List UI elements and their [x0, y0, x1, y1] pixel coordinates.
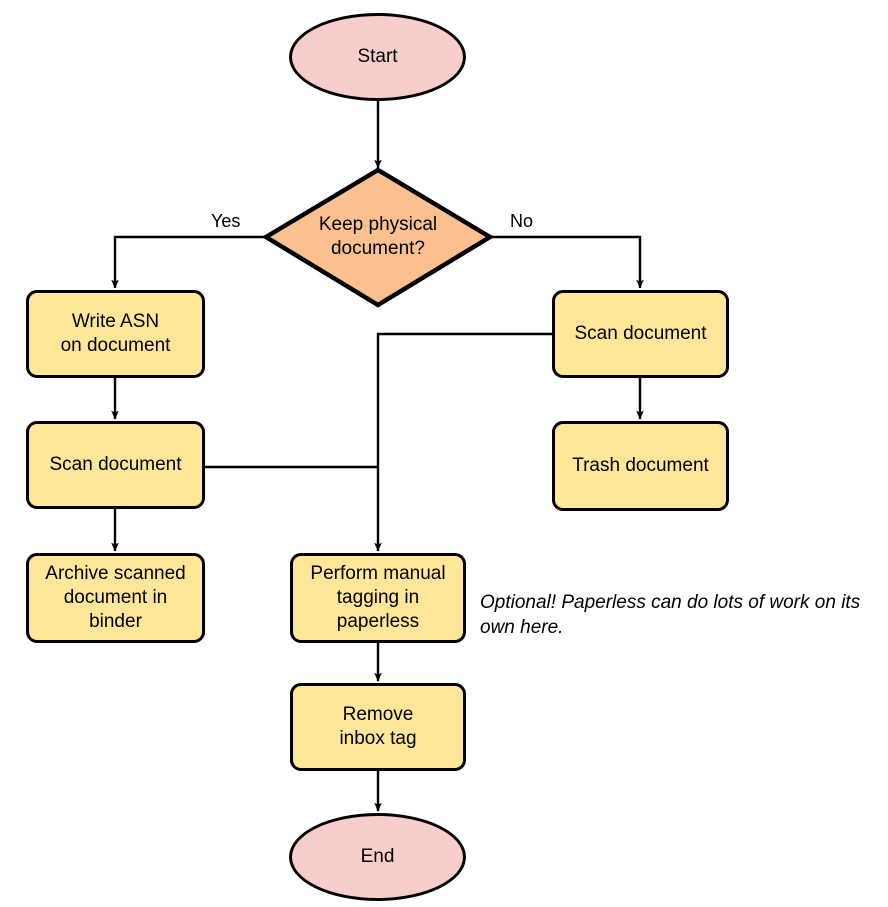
node-decision-label-wrap: Keep physical document? — [278, 196, 478, 278]
edge-decision-yes-to-write-asn — [111, 235, 266, 289]
node-trash-document-label: Trash document — [572, 454, 709, 476]
node-scan-document-right[interactable]: Scan document — [552, 290, 729, 378]
node-scan-document-left-label: Scan document — [49, 453, 182, 475]
node-decision-label: Keep physical document? — [318, 213, 438, 259]
annotation-optional-note: Optional! Paperless can do lots of work … — [480, 592, 861, 639]
node-remove-inbox-tag[interactable]: Remove inbox tag — [290, 683, 466, 771]
node-archive-document[interactable]: Archive scanned document in binder — [26, 553, 205, 643]
node-scan-document-right-label: Scan document — [574, 322, 707, 344]
node-scan-document-left[interactable]: Scan document — [26, 421, 205, 509]
node-end-label: End — [360, 845, 395, 867]
node-trash-document[interactable]: Trash document — [552, 421, 729, 511]
node-archive-document-label: Archive scanned document in binder — [45, 562, 186, 633]
node-write-asn[interactable]: Write ASN on document — [26, 290, 205, 378]
node-start-label: Start — [357, 45, 398, 67]
decision-diamond-shape[interactable] — [261, 167, 495, 308]
edge-scan-right-to-manual-tagging — [374, 332, 552, 552]
node-remove-inbox-tag-label: Remove inbox tag — [339, 703, 417, 749]
node-write-asn-label: Write ASN on document — [60, 310, 171, 356]
edge-label-no: No — [510, 211, 534, 231]
node-start[interactable]: Start — [289, 13, 466, 101]
node-end[interactable]: End — [289, 813, 466, 901]
edge-label-yes: Yes — [211, 211, 241, 231]
node-manual-tagging-label: Perform manual tagging in paperless — [310, 562, 446, 633]
node-manual-tagging[interactable]: Perform manual tagging in paperless — [290, 553, 466, 643]
edge-decision-no-to-scan-right — [490, 235, 644, 289]
